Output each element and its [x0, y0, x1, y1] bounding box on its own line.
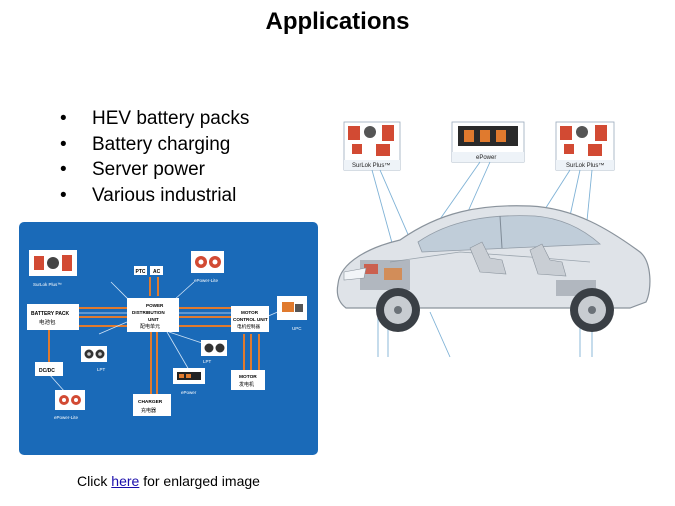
- callout-epower: ePower: [451, 121, 525, 163]
- ptc-label: PTC: [136, 269, 146, 275]
- charger-box: CHARGER 充电器: [133, 394, 171, 416]
- lpt-mid-label: LPT: [203, 359, 212, 364]
- svg-text:BATTERY PACK: BATTERY PACK: [31, 311, 70, 317]
- svg-text:MOTOR: MOTOR: [239, 374, 257, 380]
- svg-text:UNIT: UNIT: [148, 317, 159, 322]
- callout-surlok-right: SurLok Plus™: [555, 121, 615, 171]
- svg-text:MOTOR: MOTOR: [241, 310, 259, 315]
- harness-lines: [48, 277, 260, 394]
- bullet-item: •Battery charging: [58, 132, 249, 158]
- callout-surlok-left: SurLok Plus™: [343, 121, 401, 171]
- epower-lite-top-thumb: ePower-Lite: [191, 251, 224, 283]
- upc-thumb: UPC: [277, 296, 307, 331]
- svg-text:配电单元: 配电单元: [140, 323, 160, 330]
- svg-text:POWER: POWER: [146, 303, 164, 308]
- slide-title: Applications: [265, 8, 410, 35]
- svg-text:DC/DC: DC/DC: [39, 368, 55, 374]
- bullet-list: •HEV battery packs •Battery charging •Se…: [58, 106, 249, 208]
- surlok-plus-thumb: SurLok Plus™: [29, 250, 77, 287]
- svg-text:电机控制器: 电机控制器: [237, 323, 260, 330]
- epower-lite-top-label: ePower-Lite: [194, 278, 219, 283]
- bullet-item: •Various industrial: [58, 183, 249, 209]
- car-body: [336, 205, 651, 332]
- epower-thumb: ePower: [173, 368, 205, 395]
- callout-label: SurLok Plus™: [352, 162, 390, 169]
- svg-text:充电器: 充电器: [141, 407, 156, 414]
- bullet-item: •HEV battery packs: [58, 106, 249, 132]
- epower-label: ePower: [181, 390, 197, 395]
- epower-lite-bottom-label: ePower-Lite: [54, 415, 79, 420]
- bullet-dot: •: [60, 133, 67, 155]
- ac-label: AC: [153, 269, 161, 275]
- lpt-left-thumb: LPT: [81, 346, 107, 372]
- lpt-left-label: LPT: [97, 367, 106, 372]
- power-distribution-unit-box: POWER DISTRIBUTION UNIT 配电单元: [127, 298, 179, 332]
- epower-lite-bottom-thumb: ePower-Lite: [54, 390, 85, 420]
- bullet-dot: •: [60, 159, 67, 180]
- hev-system-diagram[interactable]: SurLok Plus™ PTC AC ePower-Lite BATTERY …: [19, 222, 318, 455]
- bullet-dot: •: [60, 184, 67, 206]
- hev-car-illustration[interactable]: SurLok Plus™ ePower SurLok Plus™: [330, 112, 660, 362]
- bullet-dot: •: [60, 108, 67, 129]
- svg-text:发电机: 发电机: [239, 381, 254, 388]
- dcdc-box: DC/DC: [35, 362, 63, 376]
- ptc-ac-boxes: PTC AC: [134, 266, 163, 275]
- svg-text:电池包: 电池包: [39, 318, 56, 326]
- svg-text:CONTROL UNIT: CONTROL UNIT: [233, 317, 268, 322]
- svg-text:DISTRIBUTION: DISTRIBUTION: [132, 310, 165, 315]
- callout-label: ePower: [476, 155, 496, 161]
- enlarge-image-link[interactable]: here: [111, 473, 140, 489]
- surlok-plus-label: SurLok Plus™: [33, 282, 62, 287]
- bullet-item: •Server power: [58, 157, 249, 183]
- upc-label: UPC: [292, 326, 302, 331]
- lpt-mid-thumb: LPT: [201, 340, 227, 364]
- battery-pack-box: BATTERY PACK 电池包: [27, 304, 79, 330]
- motor-box: MOTOR 发电机: [231, 370, 265, 390]
- enlarge-caption: Click here for enlarged image: [77, 473, 260, 489]
- motor-control-unit-box: MOTOR CONTROL UNIT 电机控制器: [231, 306, 269, 332]
- callout-label: SurLok Plus™: [566, 162, 604, 169]
- svg-text:CHARGER: CHARGER: [138, 399, 163, 405]
